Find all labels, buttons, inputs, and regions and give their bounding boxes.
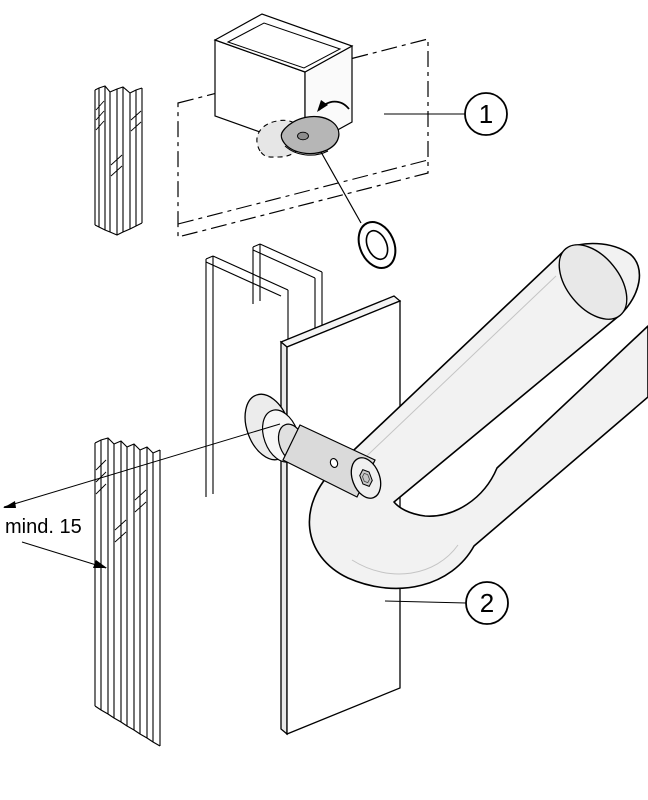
cam-thickness-line [284, 145, 329, 156]
handle-shading-line [351, 275, 557, 471]
dimension-annotation: mind. 15 [3, 423, 281, 569]
frame-profile-bottom [94, 437, 161, 747]
sleeve-opening [226, 22, 342, 69]
hatch-line [95, 471, 107, 483]
handle-shading-curve [351, 544, 459, 575]
callout-2-circle [465, 581, 509, 625]
hatch-line [130, 110, 142, 121]
hatch-line [95, 483, 107, 495]
beam-line [205, 255, 214, 260]
callout-1-circle [464, 92, 508, 136]
hatch-line [134, 501, 147, 513]
dimension-arrow-left [3, 501, 16, 508]
dimension-leader-short [21, 541, 107, 569]
profile-bottom-edge [94, 222, 143, 236]
lower-assembly: mind. 15 [3, 242, 648, 747]
locking-cam [280, 115, 340, 155]
hatch-line [95, 110, 105, 121]
pull-cord [320, 151, 362, 224]
hatch-line [110, 165, 123, 177]
callout-2-number: 2 [480, 588, 494, 618]
hex-socket-icon [359, 468, 373, 488]
hatch-line [130, 121, 142, 132]
beam-profile [205, 243, 323, 497]
upper-assembly [94, 13, 429, 269]
profile-hatching [95, 459, 147, 543]
rotation-arrow-head [317, 100, 328, 112]
mounting-bolt [244, 393, 382, 499]
panel-edge-face [280, 340, 288, 736]
dimension-arrow-right [93, 560, 107, 568]
callout-1: 1 [384, 92, 508, 136]
hatch-line [95, 459, 107, 471]
hatch-line [110, 154, 123, 166]
profile-bottom-edge [94, 705, 161, 747]
profile-hatching [95, 100, 142, 177]
callout-2: 2 [384, 581, 509, 625]
sleeve-top-face [213, 13, 354, 73]
handle-tube-silhouette [308, 242, 648, 590]
cam-pivot [297, 131, 309, 141]
beam-line [252, 249, 316, 279]
beam-line [212, 255, 289, 291]
beam-line [205, 261, 282, 297]
pull-handle [308, 242, 648, 590]
hatch-line [95, 100, 105, 111]
beam-line [252, 243, 261, 248]
hatch-line [114, 531, 127, 543]
hatch-line [95, 120, 105, 131]
hatch-line [114, 519, 127, 531]
handle-end-cap [558, 244, 628, 320]
hatch-line [134, 489, 147, 501]
phantom-panel-inner-line [177, 159, 429, 225]
frame-profile-top [94, 85, 143, 236]
profile-top-edge [94, 437, 161, 454]
profile-top-edge [94, 85, 143, 94]
bolt-pin-hole [329, 458, 339, 468]
callout-1-number: 1 [479, 99, 493, 129]
hex-socket-inner [362, 472, 370, 484]
pull-ring-inner-icon [365, 229, 389, 261]
dimension-label: mind. 15 [5, 516, 82, 538]
callout-2-leader [384, 600, 467, 604]
dimension-leader-long [3, 423, 281, 508]
beam-line [259, 243, 323, 273]
